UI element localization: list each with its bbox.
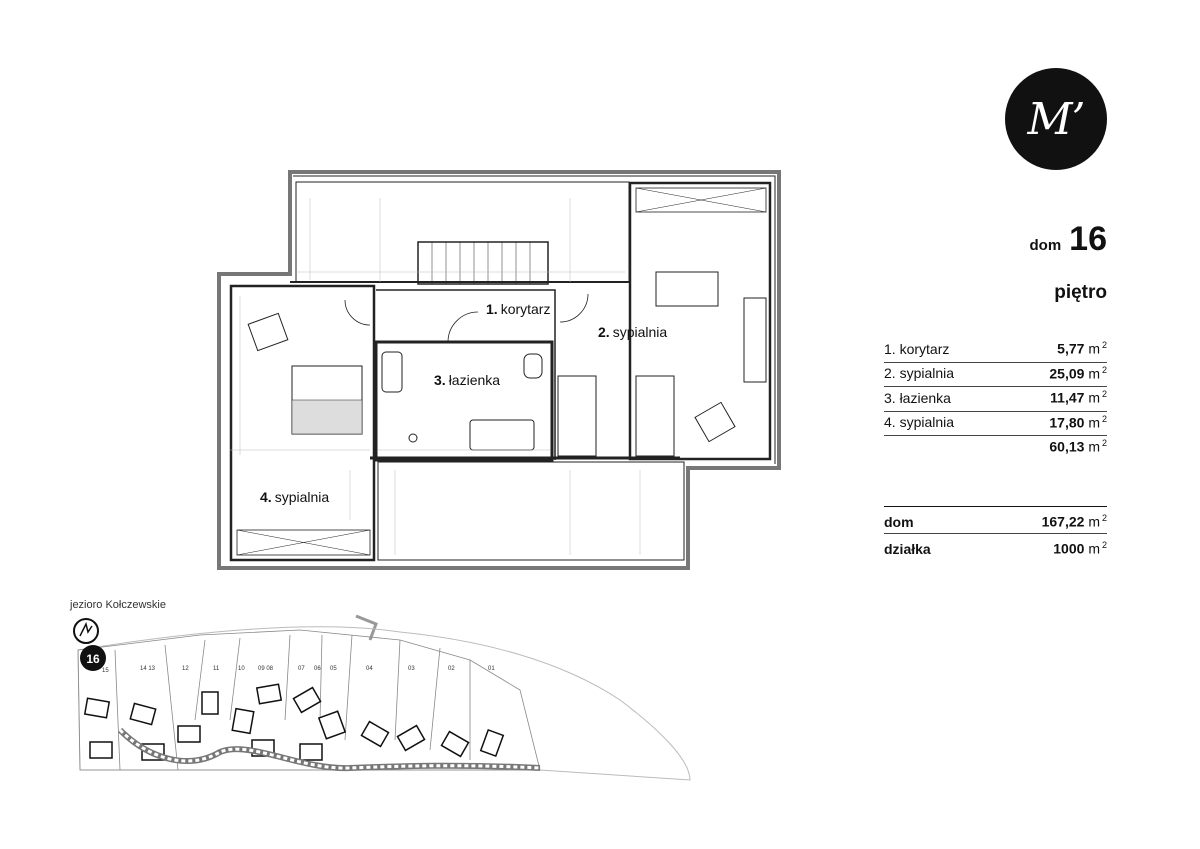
summary-value: 1000 (1053, 540, 1085, 557)
lake-label: jezioro Kołczewskie (69, 599, 166, 611)
lot-label: 02 (448, 666, 455, 672)
sink-icon (381, 351, 403, 393)
lot-label: 03 (408, 666, 415, 672)
bedroom-4-walls (229, 284, 376, 562)
armchair-icon (694, 401, 736, 443)
drain-icon (408, 433, 418, 443)
desk-icon (743, 297, 767, 383)
room-area: 11,47 (1050, 389, 1085, 406)
window-hatch (635, 187, 767, 213)
rooms-total: 60,13 (1049, 438, 1085, 455)
room-name: 3. łazienka (884, 389, 951, 406)
room-label-3: 3.łazienka (434, 372, 500, 388)
summary-label: działka (884, 540, 931, 557)
north-arrow-needle (79, 621, 93, 637)
room-label-2: 2.sypialnia (598, 324, 667, 340)
lot-label: 06 (314, 666, 321, 672)
houses (83, 683, 505, 761)
door-swing (447, 311, 479, 343)
lot-label: 05 (330, 666, 337, 672)
logo-text: M’ (1027, 93, 1085, 145)
site-corner-mark (355, 614, 378, 641)
lower-terrace (377, 461, 685, 561)
balcony-box (236, 529, 371, 556)
site-boundary (77, 626, 691, 781)
window-box (635, 187, 767, 213)
plot-dividers (77, 629, 541, 771)
room-name: 2. sypialnia (884, 365, 955, 382)
house-number: 16 (1069, 220, 1107, 258)
single-bed-icon (635, 375, 675, 457)
outer-wall-inner (293, 175, 776, 464)
house-label: dom (1029, 237, 1062, 254)
north-arrow-icon (73, 618, 99, 644)
lot-label: 01 (488, 666, 495, 672)
lot-label: 15 (102, 668, 109, 674)
floor-title: piętro (1054, 282, 1107, 303)
access-road-center (118, 728, 541, 770)
brand-logo: M’ (1005, 68, 1107, 170)
house-marker (80, 645, 106, 671)
sofa-icon (655, 271, 719, 307)
armchair-icon (247, 312, 289, 352)
room-area: 17,80 (1049, 414, 1085, 431)
summary-value: 167,22 (1041, 513, 1085, 530)
stair-steps (431, 242, 531, 284)
room-name: 4. sypialnia (884, 414, 955, 431)
lot-label: 07 (298, 666, 305, 672)
outer-wall (217, 170, 781, 570)
house-marker-label: 16 (86, 652, 100, 666)
balcony-hatch (236, 529, 371, 556)
house-title: dom 16 (1030, 220, 1108, 259)
door-swing (559, 293, 589, 323)
lot-label: 10 (238, 666, 245, 672)
lot-label: 12 (182, 666, 189, 672)
room-area: 5,77 (1057, 340, 1085, 357)
toilet-icon (523, 353, 543, 379)
lot-label: 11 (213, 666, 220, 672)
single-bed-icon (557, 375, 597, 457)
corridor-walls (376, 289, 556, 460)
bed-blanket (291, 399, 363, 435)
room-name: 1. korytarz (884, 340, 950, 357)
lot-label: 14 13 (140, 666, 156, 672)
summary-label: dom (884, 513, 914, 530)
lot-label: 09 08 (258, 666, 274, 672)
room-area: 25,09 (1049, 365, 1085, 382)
bathroom-walls (374, 340, 554, 462)
room-label-1: 1.korytarz (486, 301, 550, 317)
staircase (417, 241, 549, 285)
door-swing (344, 299, 371, 326)
lot-label: 04 (366, 666, 373, 672)
bedroom-2-walls (628, 181, 772, 461)
room-label-4: 4.sypialnia (260, 489, 329, 505)
